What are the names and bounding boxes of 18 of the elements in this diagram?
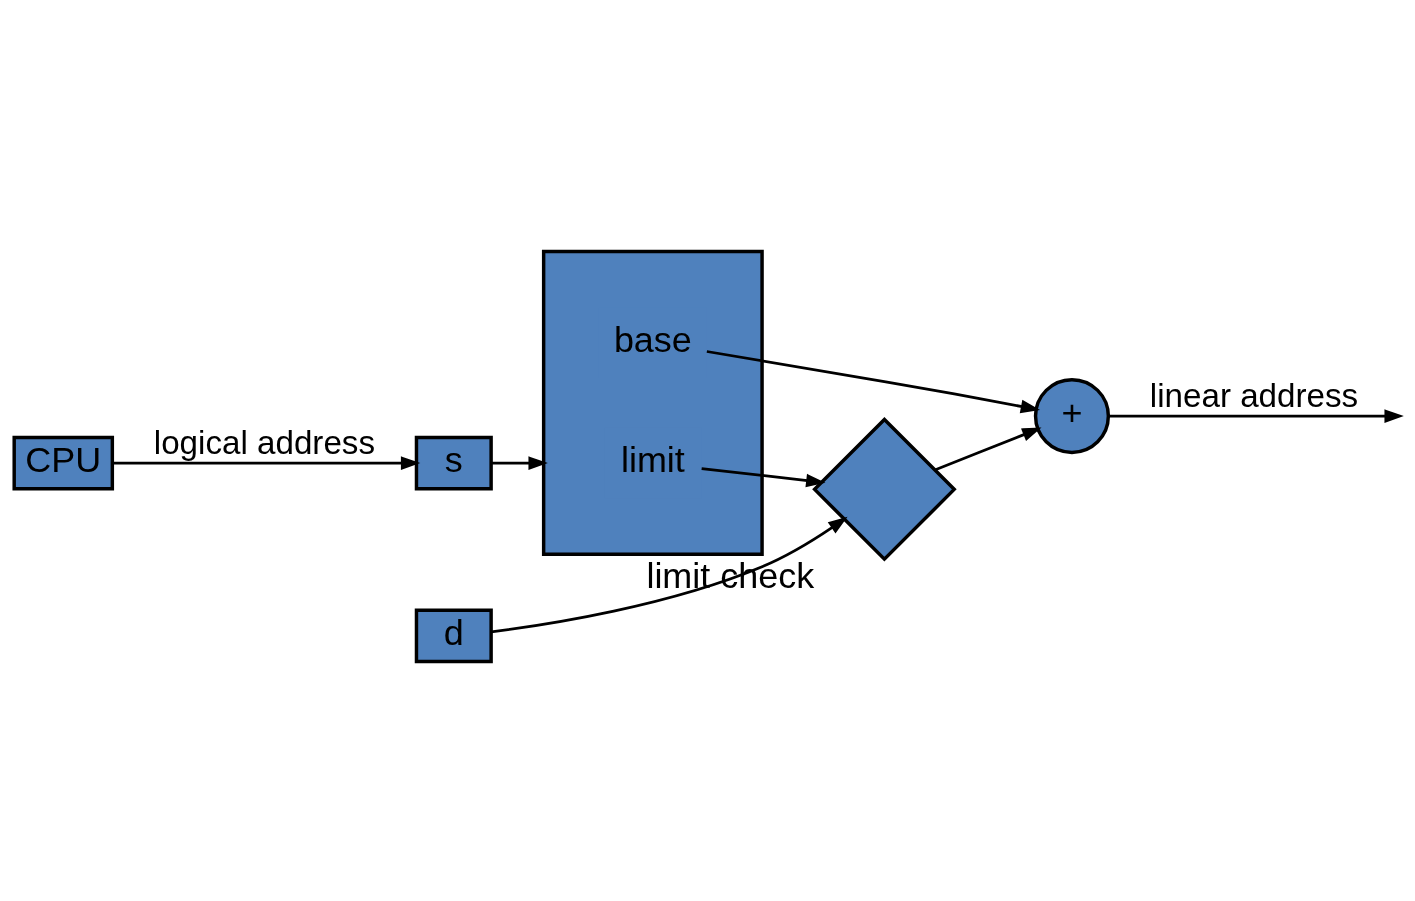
- cluster: [541, 249, 764, 556]
- node-diamond: [812, 416, 957, 562]
- edge-label: logical address: [153, 423, 375, 461]
- node-text: limit: [620, 438, 685, 480]
- edge-label: linear address: [1149, 376, 1359, 414]
- arrow: [491, 455, 548, 470]
- arrow: [1108, 408, 1404, 423]
- node-box: s: [414, 435, 493, 490]
- node-circle: +: [1033, 377, 1111, 454]
- arrow: [701, 466, 826, 487]
- arrow: [491, 516, 848, 633]
- node-box: d: [414, 608, 493, 663]
- arrow: [934, 427, 1042, 471]
- node-text: base: [613, 318, 692, 360]
- arrow: [706, 349, 1041, 413]
- node-box: CPU: [12, 435, 115, 490]
- node-label: limit check: [646, 554, 815, 596]
- arrow: [112, 455, 421, 470]
